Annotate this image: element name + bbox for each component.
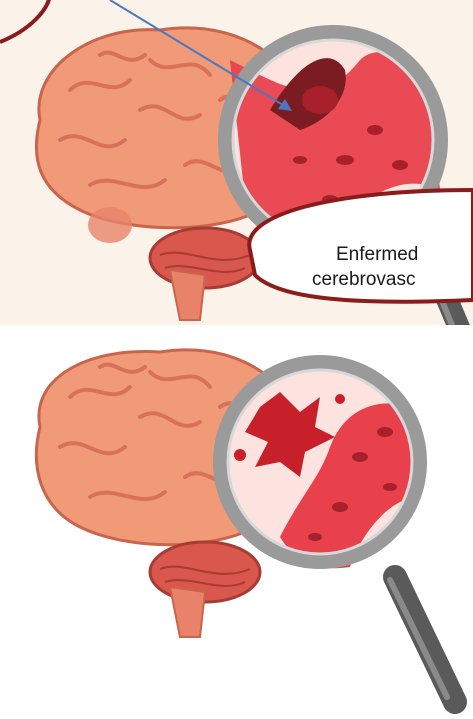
- callout-line-2: cerebrovasc: [312, 269, 416, 291]
- ischemic-stroke-panel: Enfermed cerebrovasc: [0, 0, 473, 325]
- magnifier-handle: [390, 577, 455, 702]
- hemorrhagic-illustration: [0, 337, 473, 719]
- callout-fragment: [0, 0, 50, 42]
- callout-line-1: Enfermed: [336, 244, 418, 266]
- magnifier-icon: [220, 362, 420, 568]
- hemorrhagic-stroke-panel: [0, 337, 473, 719]
